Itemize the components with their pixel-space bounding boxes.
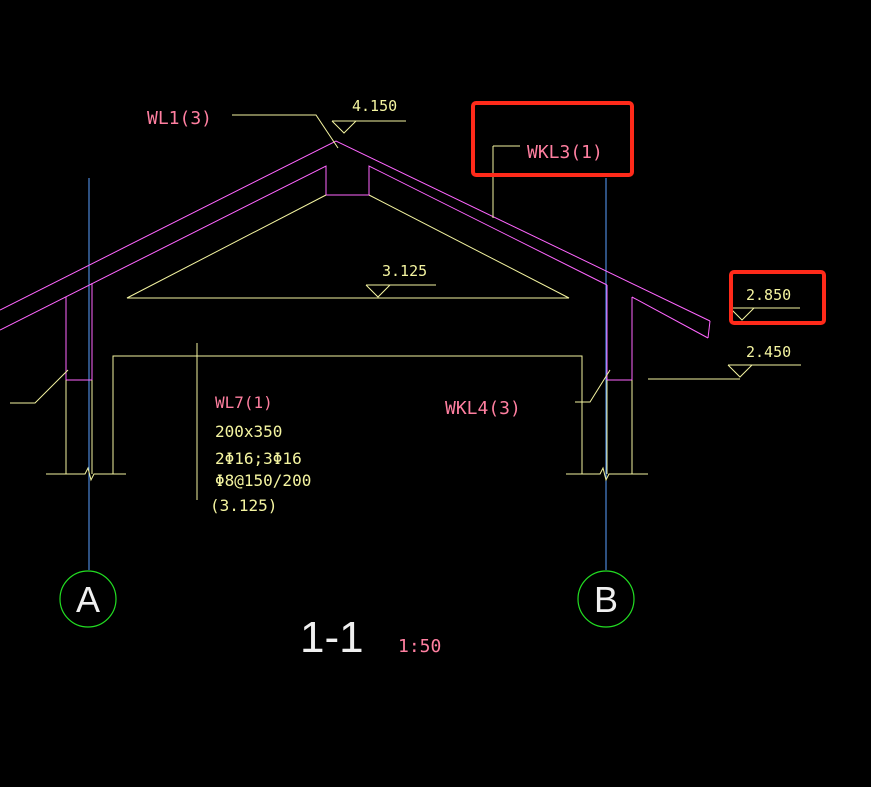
ceiling-truss bbox=[126, 194, 570, 299]
label-wkl4: WKL4(3) bbox=[445, 398, 521, 419]
axis-bubble-a: A bbox=[59, 570, 117, 628]
elev-eave-marker bbox=[729, 307, 755, 321]
label-wl1: WL1(3) bbox=[147, 108, 212, 129]
wl7-stirrups: Φ8@150/200 bbox=[215, 471, 311, 490]
leader-wl1 bbox=[232, 114, 339, 149]
section-title: 1-1 bbox=[300, 613, 364, 662]
elevation-beam: 2.450 bbox=[746, 343, 791, 361]
elevation-ceiling: 3.125 bbox=[382, 262, 427, 280]
roof-eave-end bbox=[707, 320, 711, 339]
right-column-outline bbox=[606, 285, 633, 381]
elevation-eave: 2.850 bbox=[746, 286, 791, 304]
roof-top-edge bbox=[0, 140, 711, 322]
elev-ridge-marker bbox=[331, 120, 357, 134]
axis-bubble-a-circle bbox=[59, 570, 117, 628]
wl7-section: 200x350 bbox=[215, 422, 282, 441]
leader-left bbox=[10, 369, 69, 404]
elevation-ridge: 4.150 bbox=[352, 97, 397, 115]
wl7-rebar: 2Φ16;3Φ16 bbox=[215, 449, 302, 468]
axis-lines bbox=[88, 178, 607, 570]
wl7-name: WL7(1) bbox=[215, 393, 273, 412]
axis-label-a: A bbox=[76, 579, 100, 620]
leader-wkl4 bbox=[575, 369, 611, 403]
highlight-box-wkl3 bbox=[471, 101, 634, 177]
roof-bottom-edge-right-eave bbox=[631, 296, 709, 339]
left-column-outline bbox=[65, 297, 92, 381]
axis-label-b: B bbox=[594, 579, 618, 620]
section-scale: 1:50 bbox=[398, 636, 441, 657]
highlight-box-eave-elevation bbox=[729, 270, 826, 325]
elev-ceiling-marker bbox=[365, 284, 391, 298]
label-wkl3: WKL3(1) bbox=[527, 142, 603, 163]
frame-beam-outline bbox=[112, 355, 583, 474]
right-break-line bbox=[566, 466, 648, 482]
elev-beam-marker bbox=[727, 364, 753, 378]
wl7-annotation: WL7(1) 200x350 2Φ16;3Φ16 Φ8@150/200 (3.1… bbox=[210, 393, 311, 515]
roof-bottom-edge-ridge bbox=[0, 165, 608, 331]
roof-outline bbox=[0, 140, 711, 381]
structure-lines bbox=[10, 114, 801, 500]
left-break-line bbox=[46, 466, 126, 482]
axis-bubble-b: B bbox=[577, 570, 635, 628]
wl7-elevation: (3.125) bbox=[210, 496, 277, 515]
axis-bubble-b-circle bbox=[577, 570, 635, 628]
